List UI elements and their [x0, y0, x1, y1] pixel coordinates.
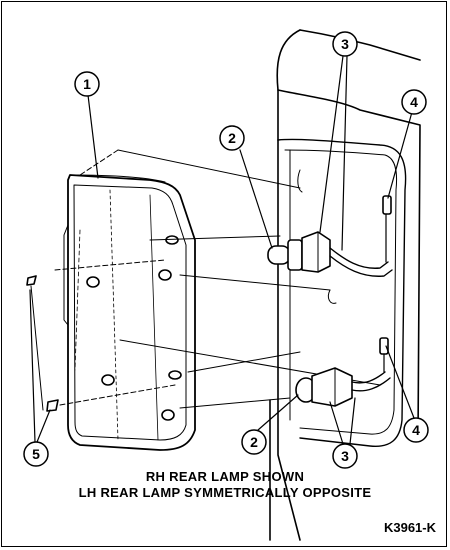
callout-4-lower-label: 4: [412, 422, 420, 438]
callout-1-label: 1: [83, 76, 91, 92]
callout-circles: [23, 31, 429, 469]
callout-4-upper-label: 4: [410, 94, 418, 110]
callout-2-lower-label: 2: [250, 434, 258, 450]
mounting-screws: [26, 275, 59, 412]
callout-3-upper-label: 3: [341, 36, 349, 52]
caption-line-2: LH REAR LAMP SYMMETRICALLY OPPOSITE: [78, 485, 372, 500]
callout-3-lower-label: 3: [341, 448, 349, 464]
lower-bulb-socket: [295, 367, 391, 407]
callout-2-upper-label: 2: [228, 130, 236, 146]
vehicle-body-panel: [269, 29, 421, 541]
callout-5-label: 5: [32, 446, 40, 462]
wire-clips: [379, 195, 392, 373]
lamp-housing: [63, 174, 196, 451]
upper-bulb-socket: [267, 231, 393, 277]
caption-line-1: RH REAR LAMP SHOWN: [145, 469, 305, 484]
figure-id: K3961-K: [383, 520, 436, 535]
callout-leaders: [29, 55, 415, 445]
